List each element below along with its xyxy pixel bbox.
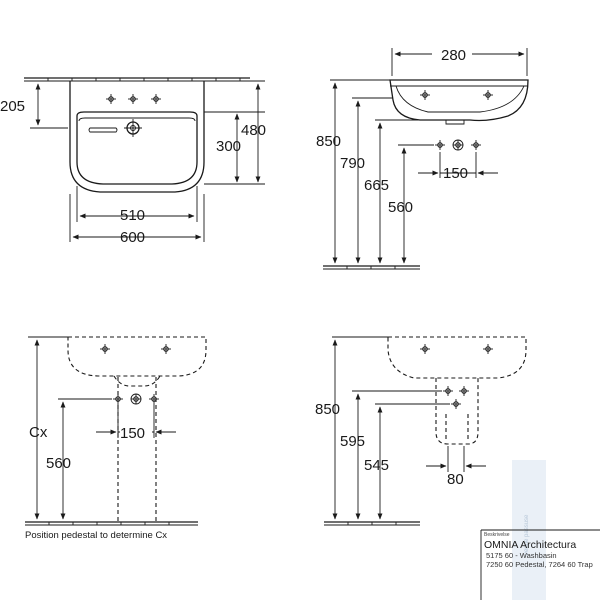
side-basin-outline [389, 79, 529, 122]
dim-560-side: 560 [388, 199, 413, 216]
basin-outline [69, 81, 205, 193]
dim-545: 545 [364, 457, 389, 474]
pedestal-side-fixing-right-icon [458, 385, 470, 397]
tap-hole-left-icon [105, 93, 117, 105]
pedestal-side-floor-line [324, 521, 420, 526]
dim-595: 595 [340, 433, 365, 450]
dim-280: 280 [441, 47, 466, 64]
title-block-line1: 5175 60 - Washbasin [486, 551, 557, 560]
dim-560-pedestal: 560 [46, 455, 71, 472]
pedestal-front-basin-dashed [67, 336, 207, 377]
basin-bowl [76, 111, 198, 185]
pedestal-side-fixing-left-icon [442, 385, 454, 397]
dim-300: 300 [216, 138, 241, 155]
title-block: Beskrivelse OMNIA Architectura 5175 60 -… [480, 529, 600, 600]
pedestal-front-fixing-right-icon [148, 393, 160, 405]
dim-150-side: 150 [443, 165, 468, 182]
tap-hole-right-icon [150, 93, 162, 105]
title-block-title: OMNIA Architectura [484, 539, 576, 551]
dim-790: 790 [340, 155, 365, 172]
pedestal-caption: Position pedestal to determine Cx [25, 530, 167, 541]
title-block-label: Beskrivelse [484, 532, 510, 538]
title-block-line2: 7250 60 Pedestal, 7264 60 Trap [486, 560, 593, 569]
pedestal-side-fixing-lower-icon [450, 398, 462, 410]
pedestal-side-basin-dashed [387, 336, 527, 379]
pedestal-front-floor-line [25, 521, 198, 526]
pedestal-side-view: 850 595 545 80 [315, 336, 527, 526]
dim-510: 510 [120, 207, 145, 224]
dim-850-pedestal: 850 [315, 401, 340, 418]
side-view-washbasin: 280 150 850 790 [316, 44, 529, 270]
dim-480: 480 [241, 122, 266, 139]
front-view-washbasin: 205 300 480 510 600 [0, 77, 266, 246]
dim-150-pedestal: 150 [120, 425, 145, 442]
side-floor-line [323, 265, 420, 270]
dim-600: 600 [120, 229, 145, 246]
dim-665: 665 [364, 177, 389, 194]
pedestal-front-view: 150 Cx 560 Position pedestal to determin… [25, 336, 207, 541]
watermark-text: venne passuse [524, 514, 530, 555]
dim-850-side: 850 [316, 133, 341, 150]
side-fixing-right-icon [470, 139, 482, 151]
pedestal-front-fixing-left-icon [112, 393, 124, 405]
dim-205: 205 [0, 98, 25, 115]
side-fixing-left-icon [434, 139, 446, 151]
pedestal-side-body-dashed [435, 378, 479, 445]
tap-hole-center-icon [127, 93, 139, 105]
overflow-slot [88, 127, 118, 133]
dim-80: 80 [447, 471, 464, 488]
dim-cx: Cx [29, 424, 48, 441]
